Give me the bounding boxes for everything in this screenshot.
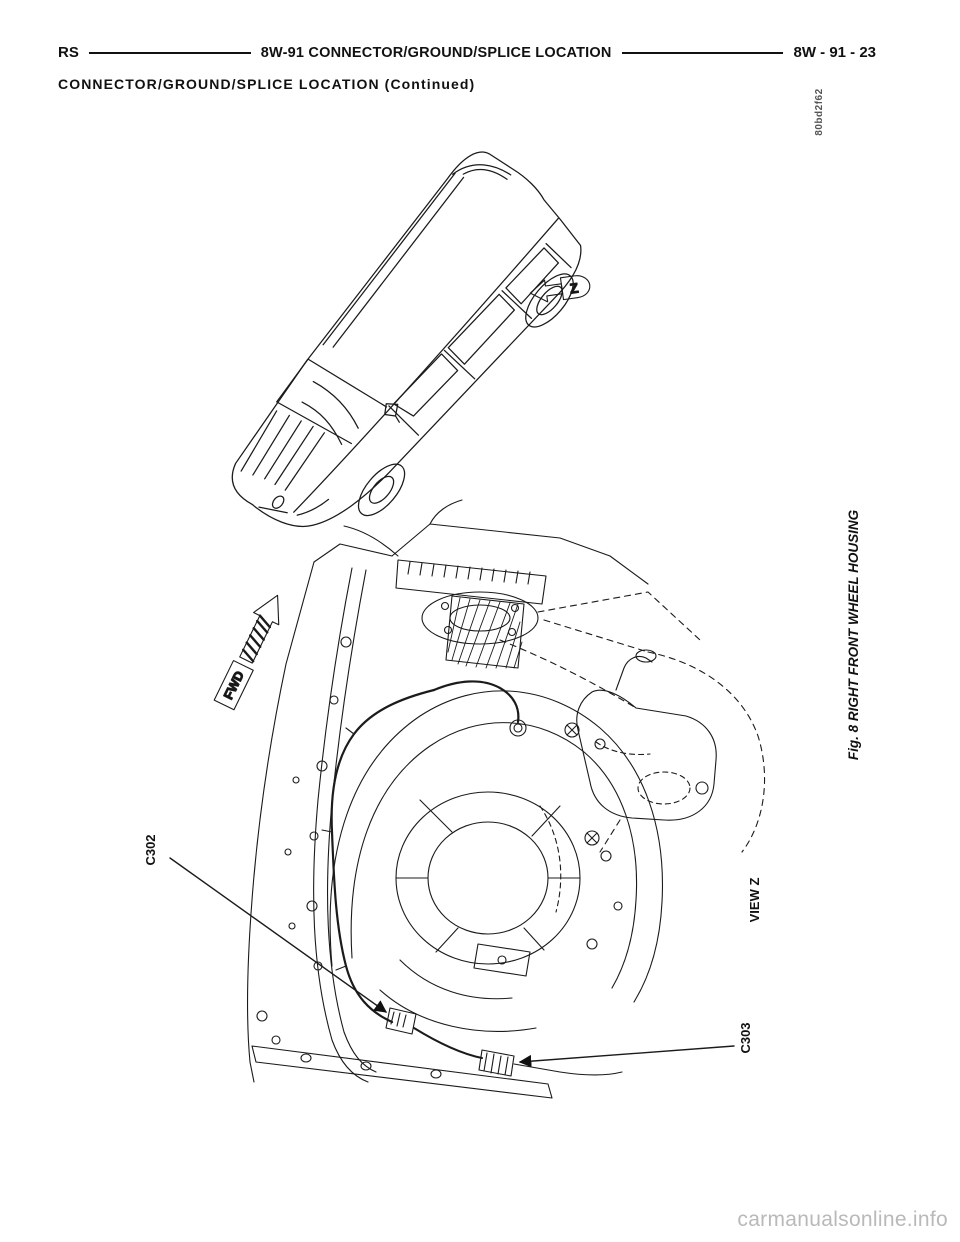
rocker-sill [251,1045,553,1099]
body-flange-left [246,561,377,1083]
section-subtitle: CONNECTOR/GROUND/SPLICE LOCATION (Contin… [58,76,476,92]
watermark: carmanualsonline.info [737,1208,948,1231]
wheel-arch [329,690,664,1032]
cowl-plenum [313,499,649,605]
page-header: RS 8W-91 CONNECTOR/GROUND/SPLICE LOCATIO… [58,44,876,61]
strut-tower [421,591,701,709]
fwd-label: FWD [220,669,246,702]
view-z-arrow: Z [529,275,591,303]
wiring-harness [321,680,623,1076]
page-number: 8W - 91 - 23 [793,44,877,61]
vehicle-overview-drawing [231,151,582,527]
connector-c303 [478,1049,515,1077]
view-arrow-letter: Z [569,279,580,296]
connector-c302 [385,1007,417,1035]
leader-line-c302 [169,857,388,1013]
doc-code: RS [58,44,79,61]
fwd-arrow: FWD [213,594,280,711]
header-rule-right [621,51,784,54]
leader-line-c303 [518,1045,735,1068]
header-title: 8W-91 CONNECTOR/GROUND/SPLICE LOCATION [260,44,612,61]
washer-reservoir [543,619,766,853]
header-rule-left [88,51,251,54]
